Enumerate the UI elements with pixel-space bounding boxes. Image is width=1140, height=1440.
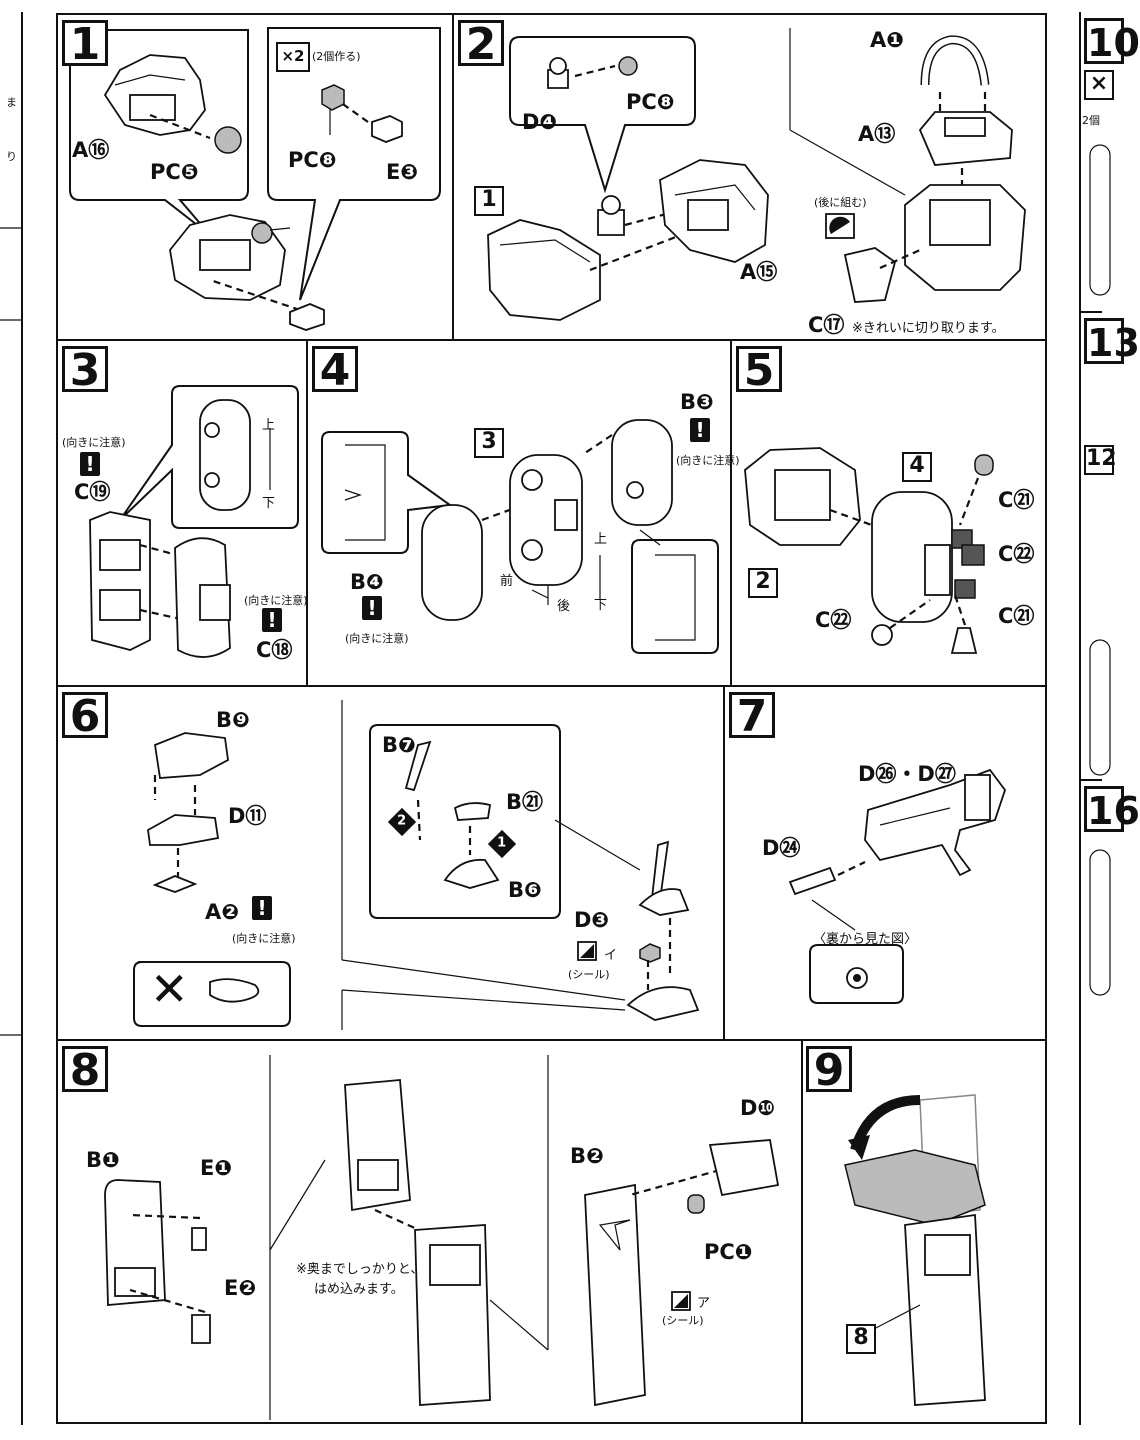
- direction-label: 後: [557, 599, 571, 614]
- orientation-note: (向きに注意): [676, 454, 740, 467]
- multiplier-badge: ×: [1084, 70, 1114, 100]
- part-label: B❼: [382, 733, 416, 757]
- part-label: C㉒: [815, 608, 852, 632]
- direction-label: 下: [594, 598, 608, 613]
- step-number: 2: [458, 20, 504, 67]
- part-label: D㉔: [762, 836, 801, 860]
- orientation-note: (向きに注意): [62, 436, 126, 449]
- step-number: 1: [62, 20, 108, 67]
- step-number: 6: [62, 692, 108, 739]
- part-label: D㉖・D㉗: [858, 762, 956, 786]
- quantity-note: 2個: [1082, 114, 1100, 127]
- part-label: PC❺: [150, 160, 199, 184]
- seal-mark: ア: [697, 1296, 711, 1311]
- direction-label: 上: [262, 418, 276, 433]
- step-reference: 8: [846, 1324, 876, 1354]
- step-number: 7: [729, 692, 775, 739]
- left-page-fragment: [0, 12, 23, 1425]
- step1-art: [69, 27, 441, 331]
- part-label: C⑲: [74, 480, 111, 504]
- direction-label: 上: [594, 532, 608, 547]
- part-label: B❹: [350, 570, 384, 594]
- step-number: 9: [806, 1046, 852, 1093]
- seal-note: (シール): [662, 1314, 704, 1327]
- part-label: C⑱: [256, 638, 293, 662]
- part-label: D⑪: [228, 804, 267, 828]
- caution-icon: !: [252, 896, 272, 920]
- left-fragment-text: り: [6, 150, 17, 163]
- part-label: B❶: [86, 1148, 120, 1172]
- step-number: 3: [62, 346, 108, 393]
- part-label: E❶: [200, 1156, 233, 1180]
- caution-icon: !: [262, 608, 282, 632]
- step-reference: 2: [748, 568, 778, 598]
- step6-art: [133, 700, 700, 1030]
- part-label: B❷: [570, 1144, 604, 1168]
- direction-label: 前: [500, 574, 514, 589]
- step-reference: 1: [474, 186, 504, 216]
- orientation-note: (向きに注意): [232, 932, 296, 945]
- part-label: A⑮: [740, 260, 778, 284]
- part-label: D❹: [522, 110, 558, 134]
- caution-icon: !: [80, 452, 100, 476]
- step-number: 13: [1084, 318, 1140, 365]
- step-number: 16: [1084, 786, 1140, 833]
- part-label: B❻: [508, 878, 542, 902]
- quantity-note: (2個作る): [312, 50, 361, 63]
- part-label: D❸: [574, 908, 610, 932]
- step8-art: [104, 1055, 780, 1420]
- orientation-note: (向きに注意): [244, 594, 308, 607]
- part-label: C⑰: [808, 313, 845, 337]
- part-label: A❷: [205, 900, 240, 924]
- part-label: B❸: [680, 390, 714, 414]
- step7-art: [788, 768, 1007, 1004]
- part-label: E❸: [386, 160, 419, 184]
- step2-art: [487, 28, 1026, 321]
- part-label: C㉑: [998, 604, 1035, 628]
- step-reference: 4: [902, 452, 932, 482]
- assembly-note: (後に組む): [814, 196, 867, 209]
- seal-note: (シール): [568, 968, 610, 981]
- wrong-mark-icon: ✕: [150, 962, 189, 1016]
- part-label: PC❶: [704, 1240, 753, 1264]
- step4-art: [321, 419, 719, 654]
- part-label: A⑯: [72, 138, 110, 162]
- step-reference: 12: [1084, 445, 1117, 475]
- caution-icon: !: [690, 418, 710, 442]
- step-number: 4: [312, 346, 358, 393]
- direction-label: 下: [262, 496, 276, 511]
- orientation-note: (向きに注意): [345, 632, 409, 645]
- part-label: PC❽: [288, 148, 337, 172]
- part-label: B❾: [216, 708, 250, 732]
- part-label: B㉑: [506, 790, 544, 814]
- part-label: C㉑: [998, 488, 1035, 512]
- manual-artwork: [0, 12, 1111, 1425]
- multiplier-badge: ×2: [276, 42, 310, 72]
- cut-note: ※きれいに切り取ります。: [852, 321, 1005, 336]
- view-caption: 〈裏から見た図〉: [813, 932, 918, 947]
- part-label: E❷: [224, 1276, 257, 1300]
- part-label: A⑬: [858, 122, 896, 146]
- step3-art: [89, 385, 299, 658]
- step-reference: 3: [474, 428, 504, 458]
- part-label: C㉒: [998, 542, 1035, 566]
- left-fragment-text: ま: [6, 96, 17, 109]
- step-number: 10: [1084, 18, 1140, 65]
- step9-art: [844, 1094, 986, 1406]
- part-label: PC❽: [626, 90, 675, 114]
- step-number: 5: [736, 346, 782, 393]
- caution-icon: !: [362, 596, 382, 620]
- part-label: D❿: [740, 1096, 776, 1120]
- seal-mark: イ: [604, 948, 618, 963]
- part-label: A❶: [870, 28, 905, 52]
- panel-grid: [56, 13, 1047, 1424]
- step5-art: [744, 447, 994, 654]
- step-number: 8: [62, 1046, 108, 1093]
- right-page-fragment: [1079, 12, 1111, 1425]
- instruction-note: はめ込みます。: [314, 1282, 404, 1297]
- instruction-note: ※奥までしっかりと、: [296, 1262, 424, 1277]
